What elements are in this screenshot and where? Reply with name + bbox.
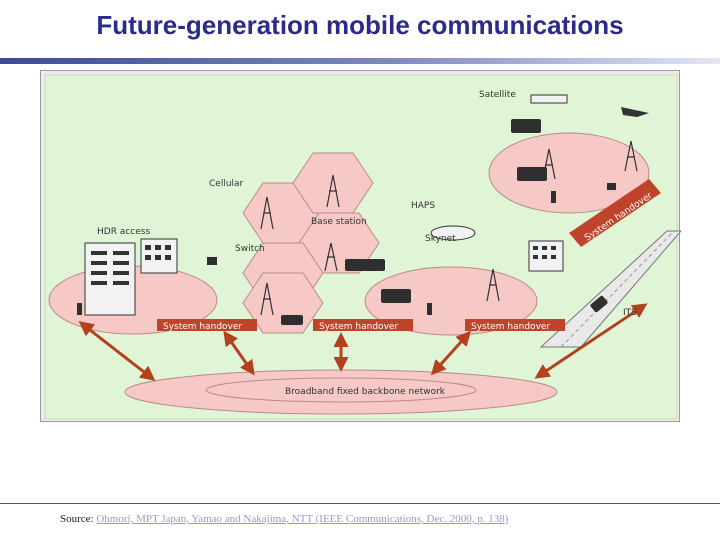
label-base-station: Base station — [311, 217, 367, 227]
diagram-canvas: Satellite Cellular HAPS Base station HDR… — [41, 71, 681, 423]
footer-divider — [0, 503, 720, 504]
source-prefix: Source: — [60, 513, 96, 525]
label-backbone: Broadband fixed backbone network — [285, 387, 446, 397]
truck-zone-icon — [517, 167, 547, 181]
satellite-craft-icon — [531, 95, 567, 103]
label-handover-left: System handover — [163, 322, 242, 332]
source-link[interactable]: Ohmori, MPT Japan, Yamao and Nakajima, N… — [96, 513, 508, 525]
label-switch: Switch — [235, 244, 265, 254]
car-cellular-icon — [281, 315, 303, 325]
laptop-switch-icon — [207, 257, 217, 265]
source-citation: Source: Ohmori, MPT Japan, Yamao and Nak… — [60, 513, 508, 525]
label-hdr-access: HDR access — [97, 227, 150, 237]
truck-satellite-icon — [511, 119, 541, 133]
label-satellite: Satellite — [479, 90, 516, 100]
bus-icon — [345, 259, 385, 271]
label-cellular: Cellular — [209, 179, 244, 189]
slide-title: Future-generation mobile communications — [0, 10, 720, 41]
network-diagram: Satellite Cellular HAPS Base station HDR… — [40, 70, 680, 422]
hdr-building-icon — [85, 243, 135, 315]
phone-hdr-icon — [77, 303, 82, 315]
its-building-icon — [529, 241, 563, 271]
label-handover-right: System handover — [471, 322, 550, 332]
title-divider — [0, 58, 720, 64]
laptop-satellite-icon — [607, 183, 616, 190]
label-its: ITS — [623, 308, 637, 318]
label-haps: HAPS — [411, 201, 435, 211]
phone-satellite-icon — [551, 191, 556, 203]
switch-building-icon — [141, 239, 177, 273]
label-skynet: Skynet — [425, 234, 456, 244]
truck-haps-icon — [381, 289, 411, 303]
label-handover-middle: System handover — [319, 322, 398, 332]
phone-haps-icon — [427, 303, 432, 315]
